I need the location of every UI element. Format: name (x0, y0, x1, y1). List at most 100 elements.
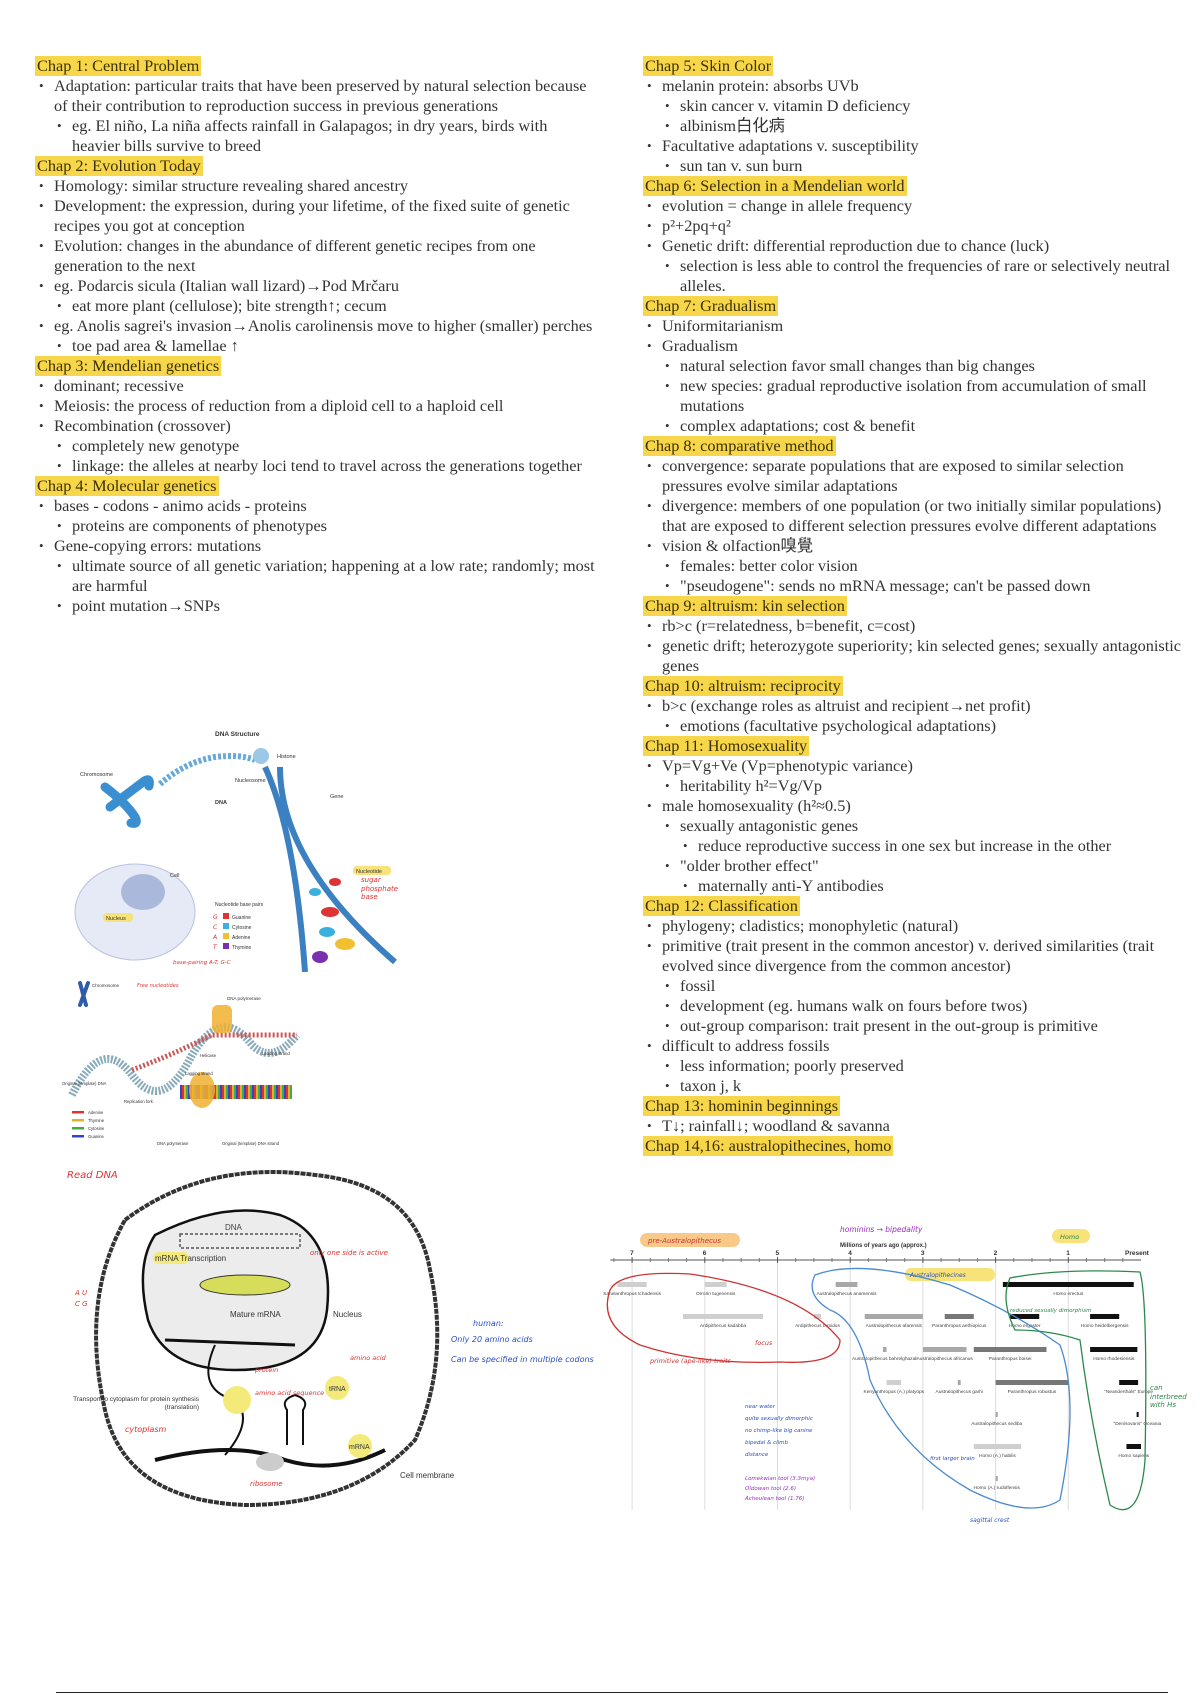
chromatin-fiber (158, 753, 257, 787)
bullet-item: b>c (exchange roles as altruist and reci… (643, 696, 1183, 716)
species-label: Kenyanthropus (A.) platyops (864, 1389, 925, 1395)
trna-shape (283, 1393, 307, 1445)
cell-membrane-outline (94, 1170, 440, 1508)
major-tick-label: 1 (1066, 1250, 1070, 1257)
chapter-heading: Chap 8: comparative method (643, 436, 836, 456)
label-base-pairs: Nucleotide base pairs (215, 902, 264, 908)
label-cell: Cell (170, 873, 179, 879)
bullet-item: natural selection favor small changes th… (643, 356, 1183, 376)
right-notes-column: Chap 5: Skin Colormelanin protein: absor… (643, 56, 1183, 1156)
label-helicase: Helicase (200, 1053, 217, 1058)
legend-adenine: Adenine (88, 1110, 104, 1115)
label-homo: Homo (1060, 1233, 1079, 1241)
chapter-heading: Chap 3: Mendelian genetics (35, 356, 222, 376)
label-pre-australopithecus: pre-Australopithecus (647, 1237, 721, 1245)
chapter-heading: Chap 1: Central Problem (35, 56, 202, 76)
label-template-strand: Original (template) DNA strand (222, 1141, 280, 1146)
chapter-heading-row: Chap 2: Evolution Today (35, 156, 595, 176)
nucleus-illustration (121, 874, 165, 910)
label-chromosome: Chromosome (80, 772, 113, 778)
species-range-bar (1002, 1282, 1134, 1287)
species-label: Homo sapiens (1118, 1453, 1149, 1459)
dna-replication-diagram: Chromosome Free nucleotides DNA polymera… (62, 981, 301, 1146)
species-label: "Denisovans" Oceania (1114, 1421, 1162, 1427)
species-range-bar (1090, 1347, 1138, 1352)
label-nucleotide: Nucleotide (356, 869, 382, 875)
bullet-item: maternally anti-Y antibodies (643, 876, 1183, 896)
bullet-item: Adaptation: particular traits that have … (35, 76, 595, 116)
letter-g: G (213, 914, 218, 921)
chapter-heading-row: Chap 13: hominin beginnings (643, 1096, 1183, 1116)
bullet-item: "pseudogene": sends no mRNA message; can… (643, 576, 1183, 596)
bullet-item: evolution = change in allele frequency (643, 196, 1183, 216)
species-label: "Neanderthals" Europe (1104, 1389, 1153, 1395)
label-dna-polymerase: DNA polymerase (157, 1141, 189, 1146)
chapter-heading-row: Chap 12: Classification (643, 896, 1183, 916)
bullet-item: convergence: separate populations that a… (643, 456, 1183, 496)
chapter-heading: Chap 2: Evolution Today (35, 156, 203, 176)
bullet-item: T↓; rainfall↓; woodland & savanna (643, 1116, 1183, 1136)
axis-title: Millions of years ago (approx.) (840, 1243, 927, 1249)
mrna-highlight (153, 1252, 189, 1264)
tool-note-1: Lomekwian tool (3.3mya) (745, 1476, 815, 1482)
note-sugar-phosphate-base: sugar phosphate base (361, 876, 399, 901)
bullet-item: development (eg. humans walk on fours be… (643, 996, 1183, 1016)
chapter-heading: Chap 11: Homosexuality (643, 736, 810, 756)
human-note-1: Only 20 amino acids (451, 1335, 533, 1344)
bullet-item: genetic drift; heterozygote superiority;… (643, 636, 1183, 676)
chapter-heading-row: Chap 8: comparative method (643, 436, 1183, 456)
bullet-item: rb>c (r=relatedness, b=benefit, c=cost) (643, 616, 1183, 636)
species-label: Ardipithecus ramidus (795, 1323, 840, 1329)
species-label: Australopithecus africanus (917, 1356, 974, 1362)
label-dna: DNA (215, 800, 227, 806)
label-lagging-strand: Lagging strand (185, 1071, 213, 1076)
bullet-item: ultimate source of all genetic variation… (35, 556, 595, 596)
template-helix (68, 1023, 301, 1097)
bullet-item: male homosexuality (h²≈0.5) (643, 796, 1183, 816)
letter-t: T (213, 944, 218, 951)
major-tick-label: 6 (703, 1250, 707, 1257)
left-notes-column: Chap 1: Central ProblemAdaptation: parti… (35, 56, 595, 616)
blue-note-3: no chimp-like big canine (745, 1428, 813, 1434)
species-range-bar (922, 1347, 967, 1352)
replicated-strands (131, 1032, 297, 1073)
bullet-item: difficult to address fossils (643, 1036, 1183, 1056)
species-label: Australopithecus garhi (936, 1389, 983, 1395)
chapter-heading: Chap 12: Classification (643, 896, 800, 916)
chapter-heading-row: Chap 4: Molecular genetics (35, 476, 595, 496)
major-tick-label: 5 (776, 1250, 780, 1257)
tool-note-2: Oldowan tool (2.6) (745, 1486, 796, 1492)
label-original-dna: Original (template) DNA (62, 1081, 107, 1086)
bullet-item: complex adaptations; cost & benefit (643, 416, 1183, 436)
bullet-item: vision & olfaction嗅覺 (643, 536, 1183, 556)
chapter-heading: Chap 14,16: australopithecines, homo (643, 1136, 894, 1156)
species-label: Australopithecus afarensis (866, 1323, 923, 1329)
species-range-bar (995, 1412, 998, 1417)
chapter-heading-row: Chap 1: Central Problem (35, 56, 595, 76)
species-range-bar (957, 1380, 961, 1385)
legend-cytosine: Cytosine (232, 925, 252, 931)
chapter-heading: Chap 4: Molecular genetics (35, 476, 219, 496)
species-label: Homo (A.) habilis (979, 1453, 1016, 1459)
bullet-item: selection is less able to control the fr… (643, 256, 1183, 296)
chapter-heading-row: Chap 11: Homosexuality (643, 736, 1183, 756)
label-dna-polymerase-top: DNA polymerase (227, 996, 261, 1001)
species-range-bar (617, 1282, 647, 1287)
bullet-item: heritability h²=Vg/Vp (643, 776, 1183, 796)
homo-loop (1005, 1270, 1147, 1511)
bullet-item: melanin protein: absorbs UVb (643, 76, 1183, 96)
species-label: Australopithecus bahrelghazali (852, 1356, 917, 1362)
species-range-bar (973, 1347, 1047, 1352)
major-tick-label: 7 (630, 1250, 634, 1257)
bullet-item: new species: gradual reproductive isolat… (643, 376, 1183, 416)
note-interbreed: can interbreed with Hs (1150, 1384, 1187, 1409)
letter-c: C (213, 924, 218, 931)
chromosome-icon (78, 981, 90, 1007)
species-label: Ardipithecus kadabba (700, 1323, 746, 1329)
bullet-item: eg. Podarcis sicula (Italian wall lizard… (35, 276, 595, 296)
species-range-bar (704, 1282, 727, 1287)
bullet-item: Homology: similar structure revealing sh… (35, 176, 595, 196)
base-pair-blobs (309, 878, 355, 963)
legend-cytosine: Cytosine (88, 1126, 105, 1131)
